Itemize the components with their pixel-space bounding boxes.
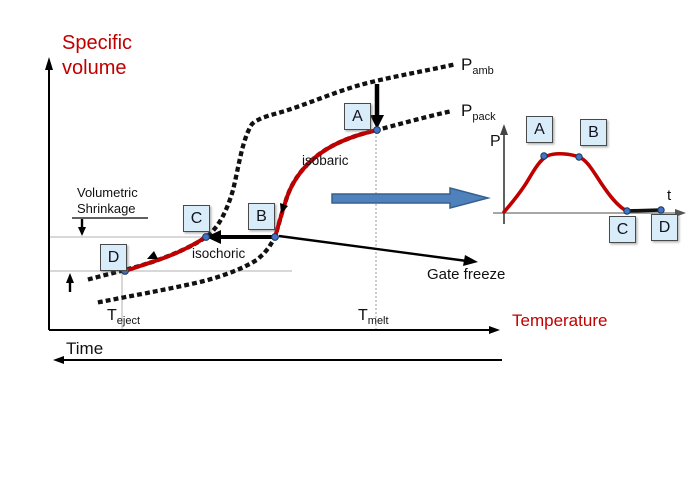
inset-state-box-b: B [580, 119, 607, 146]
state-box-d: D [100, 244, 127, 271]
inset-dot-a [540, 152, 548, 160]
inset-dot-c [623, 207, 631, 215]
time-axis-title: Time [66, 339, 104, 358]
inset-dot-d [657, 206, 665, 214]
x-axis-arrowhead [489, 326, 500, 334]
state-box-a: A [344, 103, 371, 130]
flow-arrowhead-ab [280, 203, 288, 214]
gate-freeze-arrowhead [463, 255, 478, 266]
p-pack-sub: pack [472, 111, 496, 123]
y-axis-title: Specific volume [62, 32, 133, 79]
t-melt-base: T [358, 307, 368, 324]
y-axis-arrowhead [45, 57, 53, 70]
state-dot-a [373, 126, 381, 134]
p-amb-sub: amb [472, 65, 494, 77]
inset-y-arrowhead [500, 124, 508, 135]
shrinkage-up-arrowhead [66, 273, 74, 283]
inset-x-axis-label: t [667, 187, 672, 204]
state-dot-b [271, 233, 279, 241]
inset-state-box-a: A [526, 116, 553, 143]
t-eject-tick-label: Teject [107, 307, 140, 327]
t-melt-tick-label: Tmelt [358, 307, 389, 327]
inset-y-axis-label: P [490, 133, 501, 150]
time-axis-arrowhead [53, 356, 64, 364]
t-melt-sub: melt [367, 315, 389, 327]
p-amb-curve-label: Pamb [461, 55, 494, 77]
x-axis-title: Temperature [512, 311, 608, 330]
state-box-c: C [183, 205, 210, 232]
t-eject-base: T [107, 307, 117, 324]
isochoric-arrowhead [206, 230, 221, 244]
inset-state-box-d: D [651, 214, 678, 241]
shrinkage-down-arrowhead [78, 227, 86, 236]
inset-holding-segment [626, 208, 662, 213]
flow-arrowhead-cd [147, 251, 158, 259]
p-pack-curve-label: Ppack [461, 101, 496, 123]
gate-freeze-label: Gate freeze [427, 266, 506, 283]
gate-freeze-leader [278, 234, 468, 263]
pressure-drop-arrowhead [370, 115, 384, 129]
inset-pressure-curve [502, 151, 629, 214]
inset-dot-b [575, 153, 583, 161]
volumetric-shrinkage-label: Volumetric Shrinkage [77, 185, 138, 216]
transition-arrow [331, 187, 491, 209]
inset-state-box-c: C [609, 216, 636, 243]
p-amb-base: P [461, 55, 473, 74]
p-pack-base: P [461, 101, 473, 120]
cooling-curve-c-d [123, 235, 208, 273]
p-pack-isobar-curve [97, 108, 455, 305]
isobaric-label: isobaric [302, 153, 349, 168]
t-eject-sub: eject [116, 315, 141, 327]
state-dot-c [202, 233, 210, 241]
isobaric-cooling-curve-a-b [273, 128, 379, 239]
state-box-b: B [248, 203, 275, 230]
isochoric-label: isochoric [192, 246, 246, 261]
